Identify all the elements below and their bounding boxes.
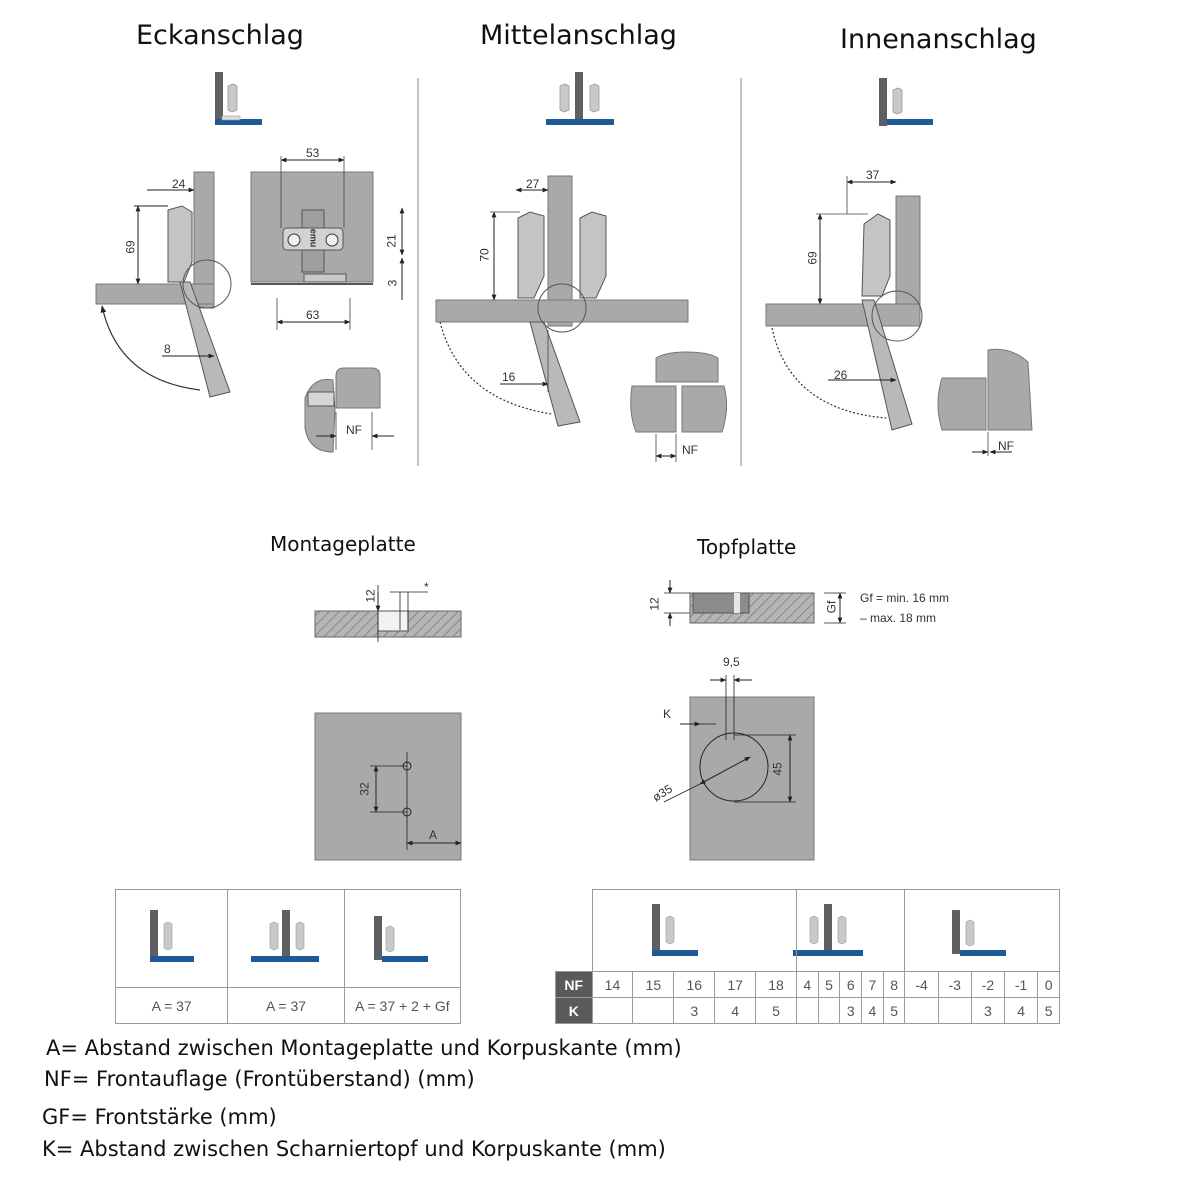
nf-cell: 17 [714, 971, 757, 998]
topfplatte-front [663, 675, 815, 861]
table-a-icon-cell-2 [227, 889, 345, 988]
topfplatte-section [664, 580, 846, 626]
nf-cell: 14 [591, 971, 634, 998]
montageplatte-front [314, 712, 462, 861]
k-row-label: K [555, 997, 593, 1024]
dim-eck-nf: NF [346, 423, 362, 437]
nf-cell: 6 [839, 971, 863, 998]
dim-topf-12: 12 [647, 597, 662, 611]
nf-cell: -1 [1004, 971, 1039, 998]
legend-gf: GF= Frontstärke (mm) [42, 1105, 277, 1129]
k-cell: 4 [714, 997, 757, 1024]
k-cell: 5 [1037, 997, 1060, 1024]
eck-side-view [95, 171, 232, 398]
k-cell: 3 [673, 997, 716, 1024]
dim-mittel-70: 70 [477, 248, 492, 262]
icon-eckanschlag [215, 72, 262, 125]
k-cell: 4 [1004, 997, 1039, 1024]
k-cell [937, 997, 972, 1024]
k-cell [817, 997, 841, 1024]
dim-eck-63: 63 [306, 308, 320, 322]
nf-cell: -2 [970, 971, 1006, 998]
dim-innen-37: 37 [866, 168, 880, 182]
table-a-cell: A = 37 [114, 987, 229, 1024]
k-cell: 3 [970, 997, 1006, 1024]
title-montageplatte: Montageplatte [270, 532, 416, 556]
k-cell [795, 997, 819, 1024]
mittel-side-view [435, 175, 689, 427]
nf-cell: 5 [817, 971, 841, 998]
gf-note-min: Gf = min. 16 mm [860, 591, 950, 605]
dim-innen-nf: NF [998, 439, 1014, 453]
k-cell [632, 997, 675, 1024]
eck-nf-detail [304, 367, 394, 453]
innen-nf-detail [937, 348, 1033, 456]
table-nf-icon-mittel [795, 889, 906, 972]
nf-cell: 16 [673, 971, 716, 998]
eck-front-view [250, 156, 405, 330]
dim-eck-3: 3 [385, 279, 400, 287]
nf-row-label: NF [555, 971, 593, 998]
table-nf-icon-innen [904, 889, 1060, 972]
icon-mittelanschlag [546, 72, 614, 125]
k-cell: 5 [882, 997, 906, 1024]
title-mittelanschlag: Mittelanschlag [480, 20, 677, 51]
nf-cell: 18 [755, 971, 797, 998]
nf-cell: -3 [937, 971, 972, 998]
table-nf-k: NF 14 15 16 17 18 4 5 6 7 8 -4 -3 -2 -1 … [555, 889, 1060, 1024]
k-cell: 5 [755, 997, 797, 1024]
legend-nf: NF= Frontauflage (Frontüberstand) (mm) [44, 1067, 475, 1091]
dim-topf-k: K [663, 707, 672, 721]
title-topfplatte: Topfplatte [697, 535, 797, 559]
nf-cell: 4 [795, 971, 819, 998]
table-a-icon-cell-1 [114, 889, 229, 988]
dim-innen-69: 69 [805, 251, 820, 265]
nf-cell: 15 [632, 971, 675, 998]
dim-eck-8: 8 [164, 342, 171, 356]
nf-cell: 8 [882, 971, 906, 998]
dim-eck-53: 53 [306, 146, 320, 160]
dim-montage-star: * [424, 580, 429, 594]
table-nf-icon-eck [591, 889, 797, 972]
mittel-nf-detail [630, 351, 728, 462]
table-a-icon-cell-3 [343, 889, 462, 988]
k-cell [904, 997, 939, 1024]
dim-mittel-27: 27 [526, 177, 540, 191]
icon-innenanschlag [879, 78, 933, 126]
dim-montage-a: A [429, 828, 438, 842]
dim-topf-gf: Gf [824, 600, 839, 614]
dim-eck-21: 21 [384, 234, 399, 248]
dim-topf-95: 9,5 [723, 655, 740, 669]
table-a-cell: A = 37 [227, 987, 345, 1024]
gf-note-max: – max. 18 mm [860, 611, 937, 625]
k-cell: 4 [861, 997, 884, 1024]
k-cell: 3 [839, 997, 863, 1024]
nf-cell: -4 [904, 971, 939, 998]
dim-eck-69: 69 [123, 240, 138, 254]
dim-mittel-16: 16 [502, 370, 516, 384]
dim-mittel-nf: NF [682, 443, 698, 457]
montageplatte-section [314, 585, 462, 642]
brand-logo: emu [308, 228, 319, 248]
nf-cell: 7 [861, 971, 884, 998]
table-nf-blank [555, 889, 593, 972]
innen-side-view [765, 176, 923, 431]
dim-topf-45: 45 [770, 762, 785, 776]
table-a-values: A = 37 A = 37 A = 37 + 2 + Gf [114, 889, 462, 1024]
dim-eck-24: 24 [172, 177, 186, 191]
dim-innen-26: 26 [834, 368, 848, 382]
k-cell [591, 997, 634, 1024]
legend-k: K= Abstand zwischen Scharniertopf und Ko… [42, 1137, 666, 1161]
dim-montage-12: 12 [363, 589, 378, 603]
legend-a: A= Abstand zwischen Montageplatte und Ko… [46, 1036, 682, 1060]
title-innenanschlag: Innenanschlag [840, 24, 1037, 55]
title-eckanschlag: Eckanschlag [136, 20, 304, 51]
dim-montage-32: 32 [357, 782, 372, 796]
nf-cell: 0 [1037, 971, 1060, 998]
table-a-cell: A = 37 + 2 + Gf [343, 987, 462, 1024]
